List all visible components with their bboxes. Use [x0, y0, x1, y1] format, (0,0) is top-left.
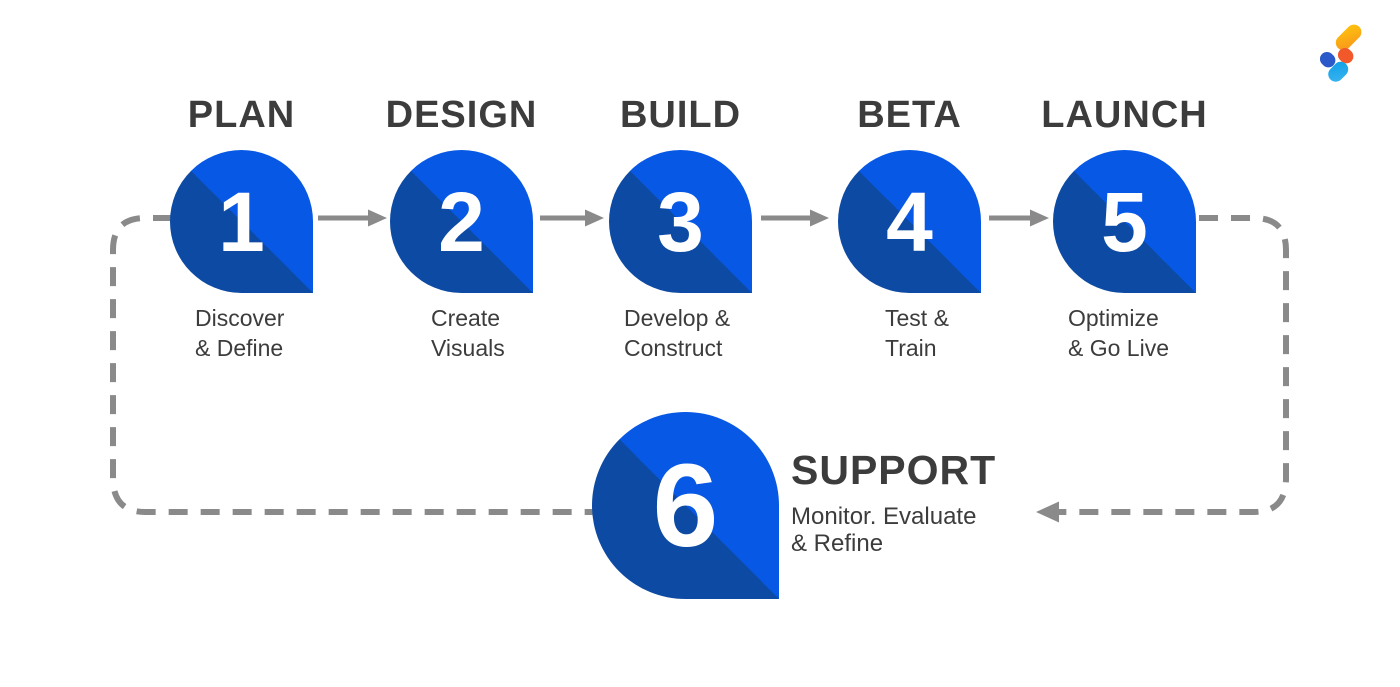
- stage-subtitle-line: Train: [885, 335, 937, 361]
- stage-subtitle-line: & Refine: [791, 530, 884, 557]
- stage-number: 2: [438, 174, 485, 269]
- stage-subtitle-line: Optimize: [1068, 305, 1159, 331]
- loop-right-dashed: [1059, 215, 1289, 515]
- stage-subtitle-line: Discover: [195, 305, 285, 331]
- stage-number: 4: [886, 174, 933, 269]
- stage-node-support: 6: [592, 412, 779, 599]
- stage-subtitle: Monitor. Evaluate & Refine: [791, 503, 996, 557]
- stage-subtitle: Test & Train: [885, 303, 949, 363]
- loop-arrowhead-icon: [1036, 501, 1059, 523]
- stage-node-4: 4: [838, 150, 981, 293]
- stage-beta: BETA 4 Test & Train: [838, 0, 981, 400]
- stage-title: PLAN: [187, 94, 296, 136]
- stage-number: 3: [657, 174, 704, 269]
- stage-subtitle-line: Test &: [885, 305, 949, 331]
- stage-subtitle: Create Visuals: [431, 303, 505, 363]
- arrow-plan-design: [318, 209, 387, 227]
- brand-logo-icon: [1319, 24, 1362, 82]
- stage-subtitle-line: Monitor. Evaluate: [791, 503, 977, 530]
- stage-subtitle-line: Construct: [624, 335, 723, 361]
- arrow-design-build: [540, 209, 604, 227]
- arrow-beta-launch: [989, 209, 1049, 227]
- stage-subtitle: Optimize & Go Live: [1068, 303, 1169, 363]
- stage-launch: LAUNCH 5 Optimize & Go Live: [1041, 0, 1206, 400]
- stage-subtitle-line: & Go Live: [1068, 335, 1169, 361]
- stage-build: BUILD 3 Develop & Construct: [609, 0, 752, 400]
- stage-title: DESIGN: [385, 94, 538, 136]
- stage-subtitle-line: Create: [431, 305, 501, 331]
- stage-support-text: SUPPORT Monitor. Evaluate & Refine: [791, 447, 996, 557]
- stage-subtitle: Develop & Construct: [624, 303, 730, 363]
- loop-left-dashed: [110, 215, 594, 515]
- stage-title: SUPPORT: [791, 447, 997, 493]
- stage-node-1: 1: [170, 150, 313, 293]
- stage-node-3: 3: [609, 150, 752, 293]
- stage-number: 1: [218, 174, 265, 269]
- stage-design: DESIGN 2 Create Visuals: [386, 0, 537, 400]
- stage-subtitle-line: Visuals: [431, 335, 505, 361]
- stage-node-5: 5: [1053, 150, 1196, 293]
- stage-title: LAUNCH: [1041, 94, 1208, 136]
- stage-number: 5: [1101, 174, 1148, 269]
- stage-plan: PLAN 1 Discover & Define: [170, 0, 313, 400]
- stage-node-2: 2: [390, 150, 533, 293]
- stage-number: 6: [652, 439, 719, 572]
- stage-subtitle: Discover & Define: [195, 303, 284, 363]
- stage-subtitle-line: & Define: [195, 335, 284, 361]
- stage-subtitle-line: Develop &: [624, 305, 731, 331]
- stage-title: BETA: [857, 94, 962, 136]
- stage-title: BUILD: [619, 94, 742, 136]
- arrow-build-beta: [761, 209, 829, 227]
